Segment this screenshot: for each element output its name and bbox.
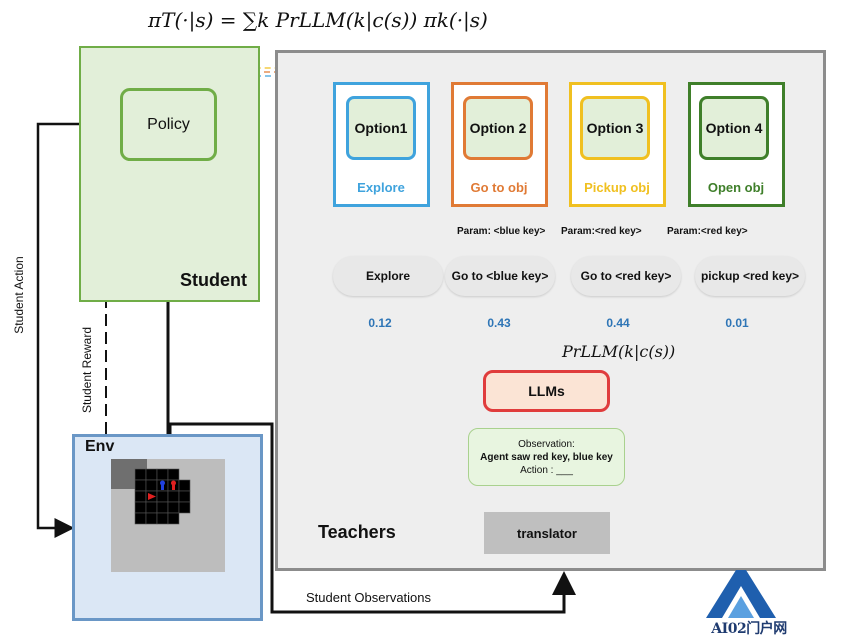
pill-explore: Explore	[333, 256, 443, 296]
student-action-label: Student Action	[12, 256, 26, 334]
llms-box: LLMs	[483, 370, 610, 412]
policy-box: Policy	[120, 88, 217, 161]
option2-box: Option 2	[463, 96, 533, 160]
teachers-label: Teachers	[318, 522, 396, 542]
prllm-label: PrLLM(k|c(s))	[562, 342, 676, 361]
pill-goto-blue-key: Go to <blue key>	[445, 256, 555, 296]
pill-pickup-red-key: pickup <red key>	[695, 256, 805, 296]
student-reward-label: Student Reward	[80, 326, 94, 414]
option1-label: Explore	[357, 180, 405, 195]
student-label: Student	[180, 270, 247, 290]
prob-pickup-red-key: 0.01	[725, 316, 749, 330]
param-red-key-goto: Param:<red key>	[561, 226, 642, 237]
gridworld-image	[111, 459, 225, 572]
watermark-logo	[688, 566, 798, 632]
translator-box: translator	[484, 512, 610, 554]
student-observations-arrow	[168, 422, 576, 614]
param-red-key-pickup: Param:<red key>	[667, 226, 748, 237]
student-observations-label: Student Observations	[306, 590, 432, 605]
observation-title: Observation:	[518, 438, 575, 450]
observation-text: Agent saw red key, blue key	[480, 451, 613, 463]
observation-action: Action : ___	[520, 464, 573, 476]
student-box	[79, 46, 260, 302]
policy-equation: πT(·|s) = ∑k PrLLM(k|c(s)) πk(·|s)	[148, 8, 488, 32]
prob-explore: 0.12	[368, 316, 392, 330]
param-blue-key: Param: <blue key>	[457, 226, 546, 237]
option3-box: Option 3	[580, 96, 650, 160]
pill-goto-red-key: Go to <red key>	[571, 256, 681, 296]
prob-goto-red-key: 0.44	[606, 316, 630, 330]
option3-label: Pickup obj	[584, 180, 650, 195]
option1-box: Option1	[346, 96, 416, 160]
prob-goto-blue-key: 0.43	[487, 316, 511, 330]
option2-label: Go to obj	[470, 180, 528, 195]
gridworld-svg	[111, 459, 191, 525]
observation-box: Observation: Agent saw red key, blue key…	[468, 428, 625, 486]
watermark-text: AI02门户网	[711, 621, 787, 637]
option4-box: Option 4	[699, 96, 769, 160]
option4-label: Open obj	[707, 180, 765, 195]
env-label: Env	[85, 438, 115, 455]
